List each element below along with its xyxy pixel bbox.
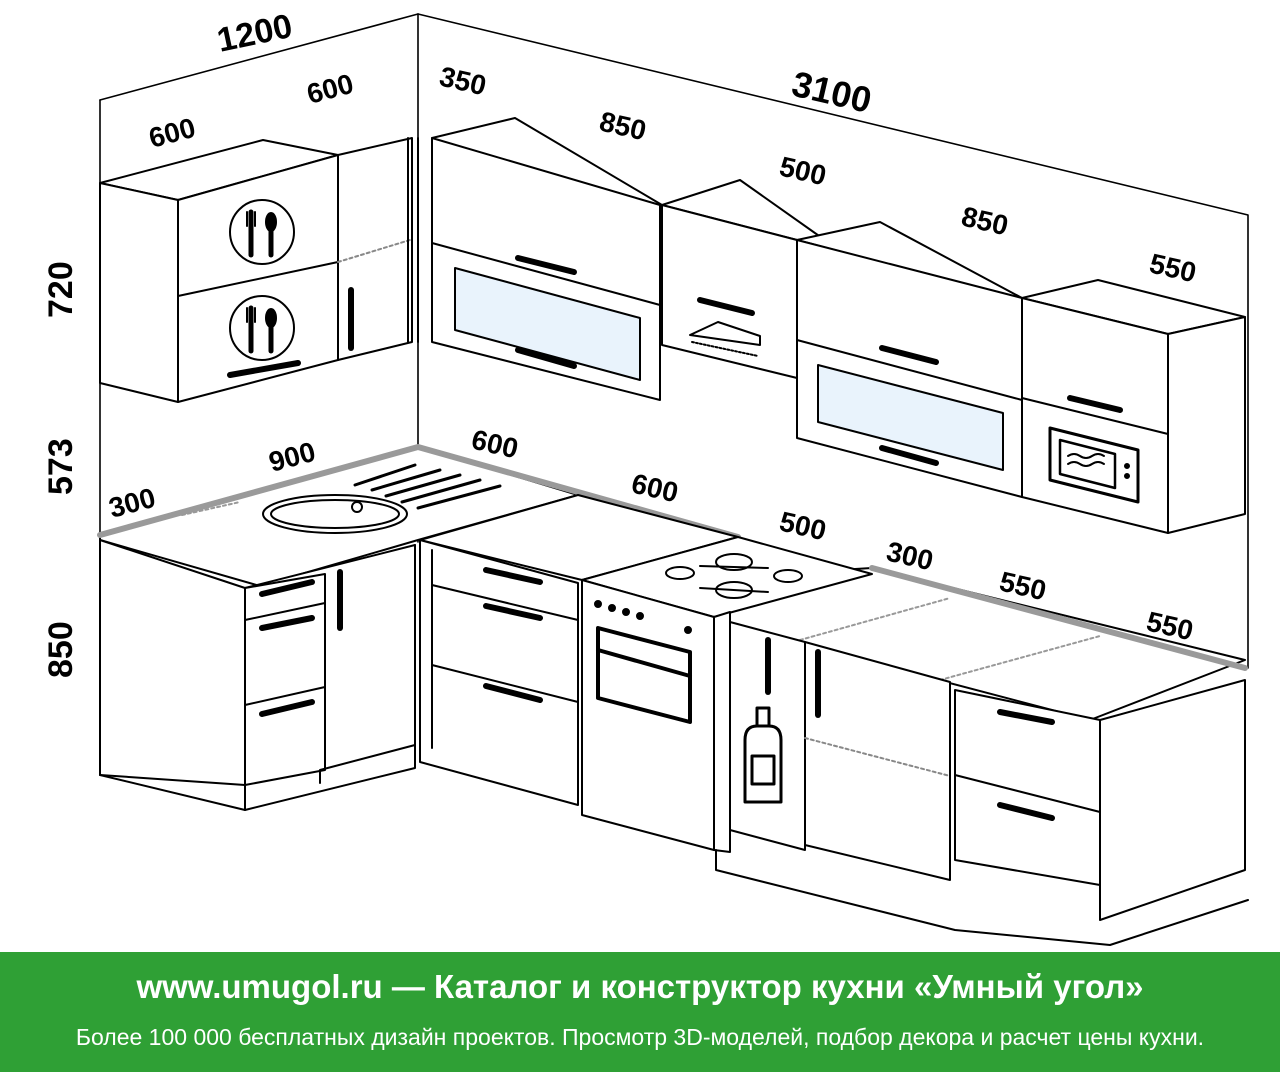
hob-icon [665, 553, 803, 599]
sink-icon [262, 463, 502, 534]
stove [581, 536, 873, 853]
kitchen-drawing: 1200 600 600 350 3100 850 500 850 550 72… [42, 7, 1249, 946]
dim-upper-hood: 500 [777, 151, 829, 192]
dim-counter-600b: 600 [629, 468, 681, 509]
dim-upper-corner: 350 [437, 61, 489, 102]
base-middle [419, 539, 579, 806]
dim-upper-glass: 850 [597, 106, 649, 147]
dim-counter-900: 900 [266, 436, 319, 478]
dim-upper-glass-right: 850 [959, 201, 1011, 242]
dim-height-base: 850 [42, 621, 80, 678]
dim-counter-600a: 600 [469, 424, 521, 465]
kitchen-diagram: 1200 600 600 350 3100 850 500 850 550 72… [42, 7, 1249, 946]
footer-title[interactable]: www.umugol.ru — Каталог и конструктор ку… [136, 968, 1144, 1005]
dim-top-left-a: 600 [146, 112, 199, 154]
upper-left-cabinets [99, 137, 419, 403]
dim-upper-micro: 550 [1147, 248, 1199, 289]
dim-height-upper: 720 [42, 261, 80, 318]
base-right [715, 621, 1249, 946]
dim-height-gap: 573 [42, 438, 80, 495]
footer-subtitle: Более 100 000 бесплатных дизайн проектов… [75, 1024, 1205, 1050]
microwave-icon [1048, 426, 1140, 504]
upper-right-cabinets [431, 117, 1246, 534]
plate-icon [229, 295, 295, 361]
bottle-icon [743, 706, 783, 804]
dim-top-left-b: 600 [304, 68, 357, 110]
dim-top-left-total: 1200 [214, 7, 296, 60]
dim-top-right-total: 3100 [788, 63, 875, 121]
plate-icon [229, 199, 295, 265]
footer-banner: www.umugol.ru — Каталог и конструктор ку… [0, 952, 1280, 1072]
dim-counter-300: 300 [106, 482, 159, 524]
base-left [99, 539, 416, 811]
oven-icon [596, 626, 692, 724]
hood-icon [689, 321, 761, 357]
dim-counter-500: 500 [777, 506, 829, 547]
